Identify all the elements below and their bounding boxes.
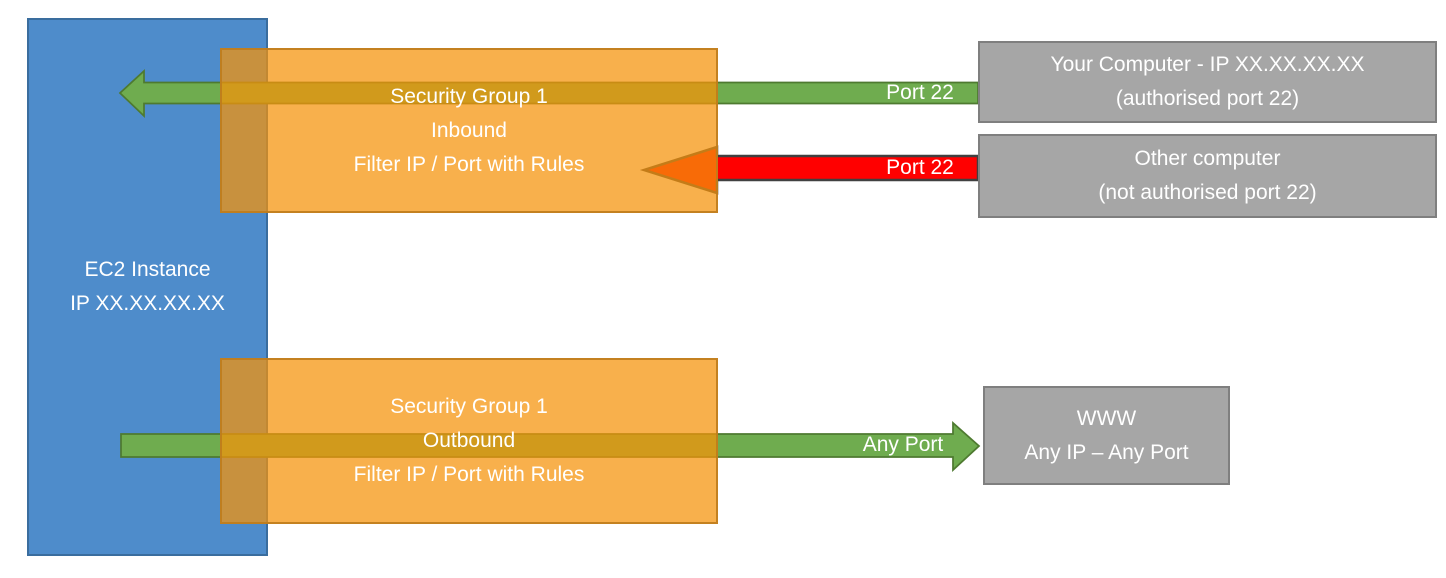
- www-subtitle: Any IP – Any Port: [1024, 440, 1189, 464]
- security-group-outbound-box: Security Group 1 Outbound Filter IP / Po…: [220, 358, 718, 524]
- www-box: WWW Any IP – Any Port: [983, 386, 1230, 485]
- sg-inbound-title: Security Group 1: [390, 84, 548, 108]
- sg-outbound-direction: Outbound: [422, 429, 516, 452]
- sg-inbound-direction: Inbound: [431, 118, 507, 142]
- sg-inbound-description: Filter IP / Port with Rules: [353, 152, 585, 176]
- security-group-inbound-box: Security Group 1 Inbound Filter IP / Por…: [220, 48, 718, 213]
- sg-outbound-description: Filter IP / Port with Rules: [353, 463, 585, 486]
- your-computer-box: Your Computer - IP XX.XX.XX.XX (authoris…: [978, 41, 1437, 123]
- ec2-instance-title: EC2 Instance: [84, 258, 211, 281]
- inbound-blocked-port-label: Port 22: [886, 156, 954, 179]
- outbound-port-label: Any Port: [862, 433, 944, 456]
- other-computer-title: Other computer: [1134, 147, 1281, 170]
- your-computer-subtitle: (authorised port 22): [1115, 87, 1300, 110]
- other-computer-subtitle: (not authorised port 22): [1098, 181, 1317, 204]
- www-title: WWW: [1076, 406, 1137, 430]
- other-computer-box: Other computer (not authorised port 22): [978, 134, 1437, 218]
- ec2-instance-ip: IP XX.XX.XX.XX: [70, 292, 225, 315]
- inbound-allowed-port-label: Port 22: [886, 81, 954, 104]
- sg-outbound-title: Security Group 1: [390, 395, 548, 418]
- your-computer-title: Your Computer - IP XX.XX.XX.XX: [1050, 53, 1365, 76]
